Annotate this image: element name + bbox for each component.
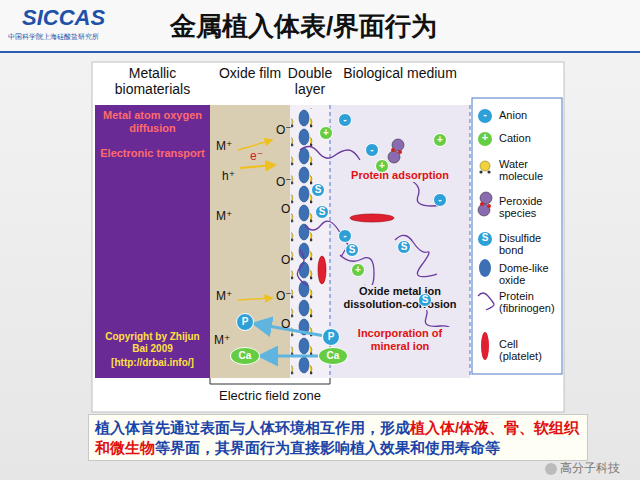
symbol-circle: S (418, 293, 432, 307)
symbol-circle: S (397, 240, 411, 254)
symbol-circle: P (322, 328, 340, 346)
symbol-circle: - (338, 229, 352, 243)
symbol-circle: S (345, 243, 359, 257)
region-note: Metal atom oxygen diffusion (98, 109, 207, 134)
slide-title: 金属植入体表/界面行为 (170, 12, 437, 41)
legend-text: Disulfide bond (499, 232, 559, 256)
label-text: h⁺ (222, 170, 235, 183)
symbol-circle: - (433, 193, 447, 207)
dome-oxide (299, 357, 309, 373)
region-note: Electronic transport (98, 147, 207, 160)
dome-oxide (299, 186, 309, 202)
symbol-circle: Ca (318, 347, 348, 365)
symbol-circle: - (338, 113, 352, 127)
symbol-text: Ca (239, 350, 252, 362)
symbol-text: S (349, 244, 356, 256)
label-text: M⁺ (216, 210, 232, 223)
region-note: Protein adsorption (344, 169, 456, 182)
region-note: Oxide metal ion dissolution-corrosion (336, 285, 464, 310)
label-text: O (281, 254, 290, 267)
dome-oxide (299, 300, 309, 316)
watermark: 高分子科技 (560, 462, 620, 475)
symbol-circle: Ca (230, 347, 260, 365)
caption-box: 植入体首先通过表面与人体环境相互作用，形成植入体/体液、骨、软组织和微生物等界面… (88, 414, 588, 461)
label-text: e⁻ (250, 150, 263, 163)
dome-oxide (299, 338, 309, 354)
region-note: Incorporation of mineral ion (342, 327, 458, 352)
legend-text: Protein (fibrinogen) (499, 290, 559, 314)
region-note: [http://drbai.info/] (98, 357, 207, 369)
symbol-text: - (438, 194, 441, 206)
symbol-text: + (437, 134, 443, 146)
symbol-text: + (355, 264, 361, 276)
symbol-text: Ca (327, 350, 340, 362)
label-text: Electric field zone (214, 389, 326, 403)
caption-text: 植入体首先通过表面与人体环境相互作用，形成 (95, 419, 410, 436)
symbol-circle: S (311, 183, 325, 197)
symbol-text: + (323, 127, 329, 139)
label-text: 中国科学院上海硅酸盐研究所 (8, 33, 99, 41)
symbol-text: P (328, 331, 335, 343)
dome-oxide (299, 129, 309, 145)
symbol-circle: + (433, 133, 447, 147)
label-text: M⁺ (216, 140, 232, 153)
ion-arrow (260, 355, 318, 358)
symbol-text: S (315, 184, 322, 196)
symbol-text: - (343, 230, 346, 242)
label-text: O⁻ (276, 124, 292, 137)
label-text: - (478, 108, 492, 120)
label-text: M⁺ (216, 290, 232, 303)
symbol-text: S (422, 294, 429, 306)
dome-oxide (299, 224, 309, 240)
column-heading: Biological medium (330, 65, 470, 81)
label-text: SICCAS (22, 6, 105, 30)
legend-text: Dome-like oxide (499, 262, 559, 286)
label-text: M⁺ (214, 334, 230, 347)
legend-text: Peroxide species (499, 195, 559, 219)
caption-text: 等界面，其界面行为直接影响植入效果和使用寿命等 (155, 439, 500, 456)
label-text: O⁻ (276, 176, 292, 189)
symbol-text: + (379, 160, 385, 172)
symbol-text: - (343, 114, 346, 126)
label-text: O (281, 318, 290, 331)
symbol-text: - (370, 144, 373, 156)
legend-text: Anion (499, 109, 559, 121)
label-text: O⁻ (276, 290, 292, 303)
symbol-circle: S (315, 205, 329, 219)
symbol-text: S (401, 241, 408, 253)
symbol-text: S (319, 206, 326, 218)
symbol-circle: - (365, 143, 379, 157)
label-text: O (281, 203, 290, 216)
legend-text: Cell (platelet) (499, 338, 559, 362)
layer-column: Metallic biomaterialsMetal atom oxygen d… (95, 105, 210, 378)
dome-oxide (299, 167, 309, 183)
symbol-circle: + (351, 263, 365, 277)
symbol-circle: + (319, 126, 333, 140)
label-text: + (478, 131, 492, 143)
column-heading: Oxide film (210, 65, 290, 81)
region-note: Copyright by Zhijun Bai 2009 (98, 331, 207, 354)
dome-oxide (299, 205, 309, 221)
label-text: S (478, 232, 492, 243)
legend-text: Cation (499, 132, 559, 144)
legend-text: Water molecule (499, 158, 559, 182)
symbol-text: P (242, 316, 249, 328)
dome-oxide (299, 262, 309, 278)
dome-oxide (299, 110, 309, 126)
column-heading: Metallic biomaterials (95, 65, 210, 97)
symbol-circle: + (375, 159, 389, 173)
column-heading: Double layer (280, 65, 340, 97)
symbol-circle: P (236, 313, 254, 331)
